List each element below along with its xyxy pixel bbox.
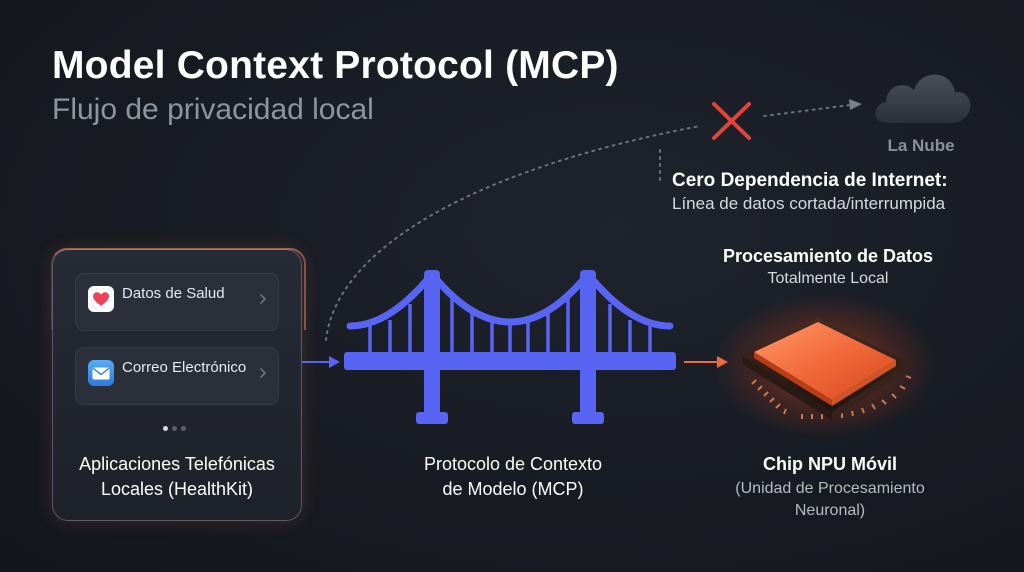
page-dot[interactable] bbox=[181, 426, 186, 431]
apps-panel-caption: Aplicaciones Telefónicas Locales (Health… bbox=[53, 452, 301, 502]
caption-line: Protocolo de Contexto bbox=[423, 454, 603, 474]
mail-icon bbox=[88, 360, 114, 386]
cloud-label: La Nube bbox=[887, 136, 955, 155]
processing-description: Totalmente Local bbox=[767, 270, 889, 287]
chip-pins bbox=[751, 375, 912, 419]
chevron-right-icon bbox=[260, 294, 267, 304]
chip-title: Chip NPU Móvil bbox=[763, 454, 897, 474]
bridge-icon bbox=[344, 270, 676, 424]
npu-chip-icon bbox=[713, 294, 937, 438]
page-indicator[interactable] bbox=[163, 426, 186, 431]
processing-title: Procesamiento de Datos bbox=[722, 246, 934, 266]
chip-description: (Unidad de Procesamiento Neuronal) bbox=[702, 478, 958, 522]
bridge-caption: Protocolo de Contexto de Modelo (MCP) bbox=[384, 452, 642, 502]
page-dot[interactable] bbox=[172, 426, 177, 431]
app-card-mail[interactable]: Correo Electrónico bbox=[75, 347, 279, 405]
heart-icon bbox=[88, 286, 114, 312]
cross-icon bbox=[712, 102, 751, 140]
page-subtitle: Flujo de privacidad local bbox=[52, 93, 374, 126]
caption-line: de Modelo (MCP) bbox=[442, 479, 584, 499]
cloud-icon bbox=[875, 74, 971, 123]
caption-line: (Unidad de Procesamiento bbox=[735, 480, 925, 497]
app-label-mail: Correo Electrónico bbox=[122, 359, 247, 376]
page-dot[interactable] bbox=[163, 426, 168, 431]
app-card-health[interactable]: Datos de Salud bbox=[75, 273, 279, 331]
offline-note-description: Línea de datos cortada/interrumpida bbox=[672, 194, 946, 213]
arrow-head-icon bbox=[329, 356, 340, 368]
arrow-head-icon bbox=[849, 99, 862, 110]
caption-line: Neuronal) bbox=[794, 502, 866, 519]
local-apps-panel: Datos de Salud Correo Electrónico Aplica… bbox=[51, 248, 306, 521]
cloud-connection-dotted-line-end bbox=[763, 104, 851, 117]
offline-note-title: Cero Dependencia de Internet: bbox=[672, 170, 948, 191]
page-title: Model Context Protocol (MCP) bbox=[52, 44, 619, 87]
caption-line: Locales (HealthKit) bbox=[100, 479, 254, 499]
caption-line: Aplicaciones Telefónicas bbox=[79, 454, 275, 474]
app-label-health: Datos de Salud bbox=[122, 285, 225, 302]
cloud-connection-dotted-line bbox=[325, 125, 701, 341]
chevron-right-icon bbox=[260, 368, 267, 378]
